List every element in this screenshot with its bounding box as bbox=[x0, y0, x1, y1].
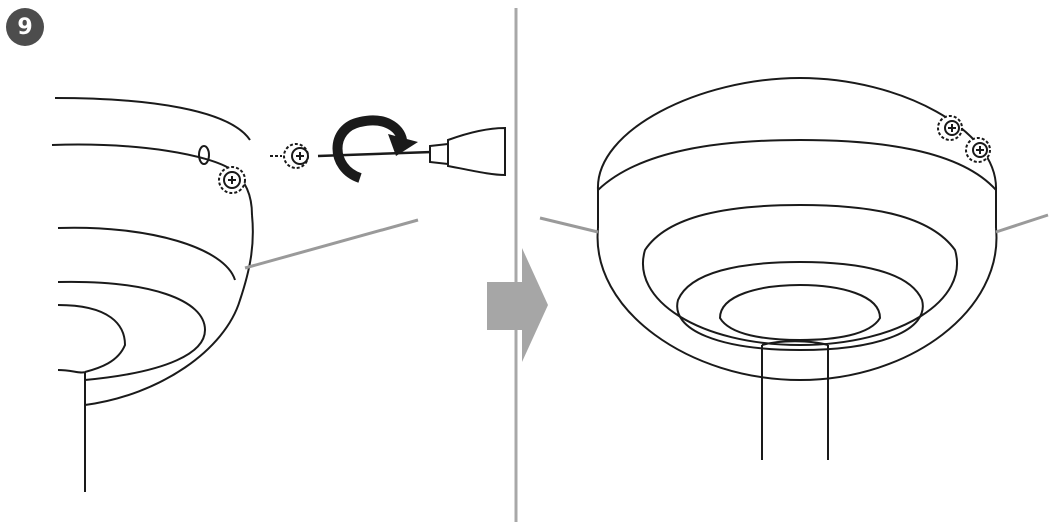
screw-icon bbox=[937, 115, 963, 141]
left-support-wire bbox=[244, 218, 419, 270]
rotation-arrow-icon bbox=[332, 115, 418, 183]
right-panel-canopy bbox=[596, 76, 998, 460]
screw-icon bbox=[270, 143, 309, 169]
left-panel-canopy bbox=[51, 97, 254, 492]
next-step-arrow-icon bbox=[487, 248, 548, 362]
step-number-badge: 9 bbox=[6, 8, 44, 46]
mounting-hole bbox=[198, 145, 210, 165]
right-support-wire-left bbox=[539, 216, 599, 234]
right-support-wire-right bbox=[995, 213, 1049, 234]
step-number: 9 bbox=[17, 14, 33, 40]
screw-icon bbox=[965, 137, 991, 163]
screwdriver-icon bbox=[317, 126, 506, 177]
screw-icon bbox=[218, 166, 246, 194]
